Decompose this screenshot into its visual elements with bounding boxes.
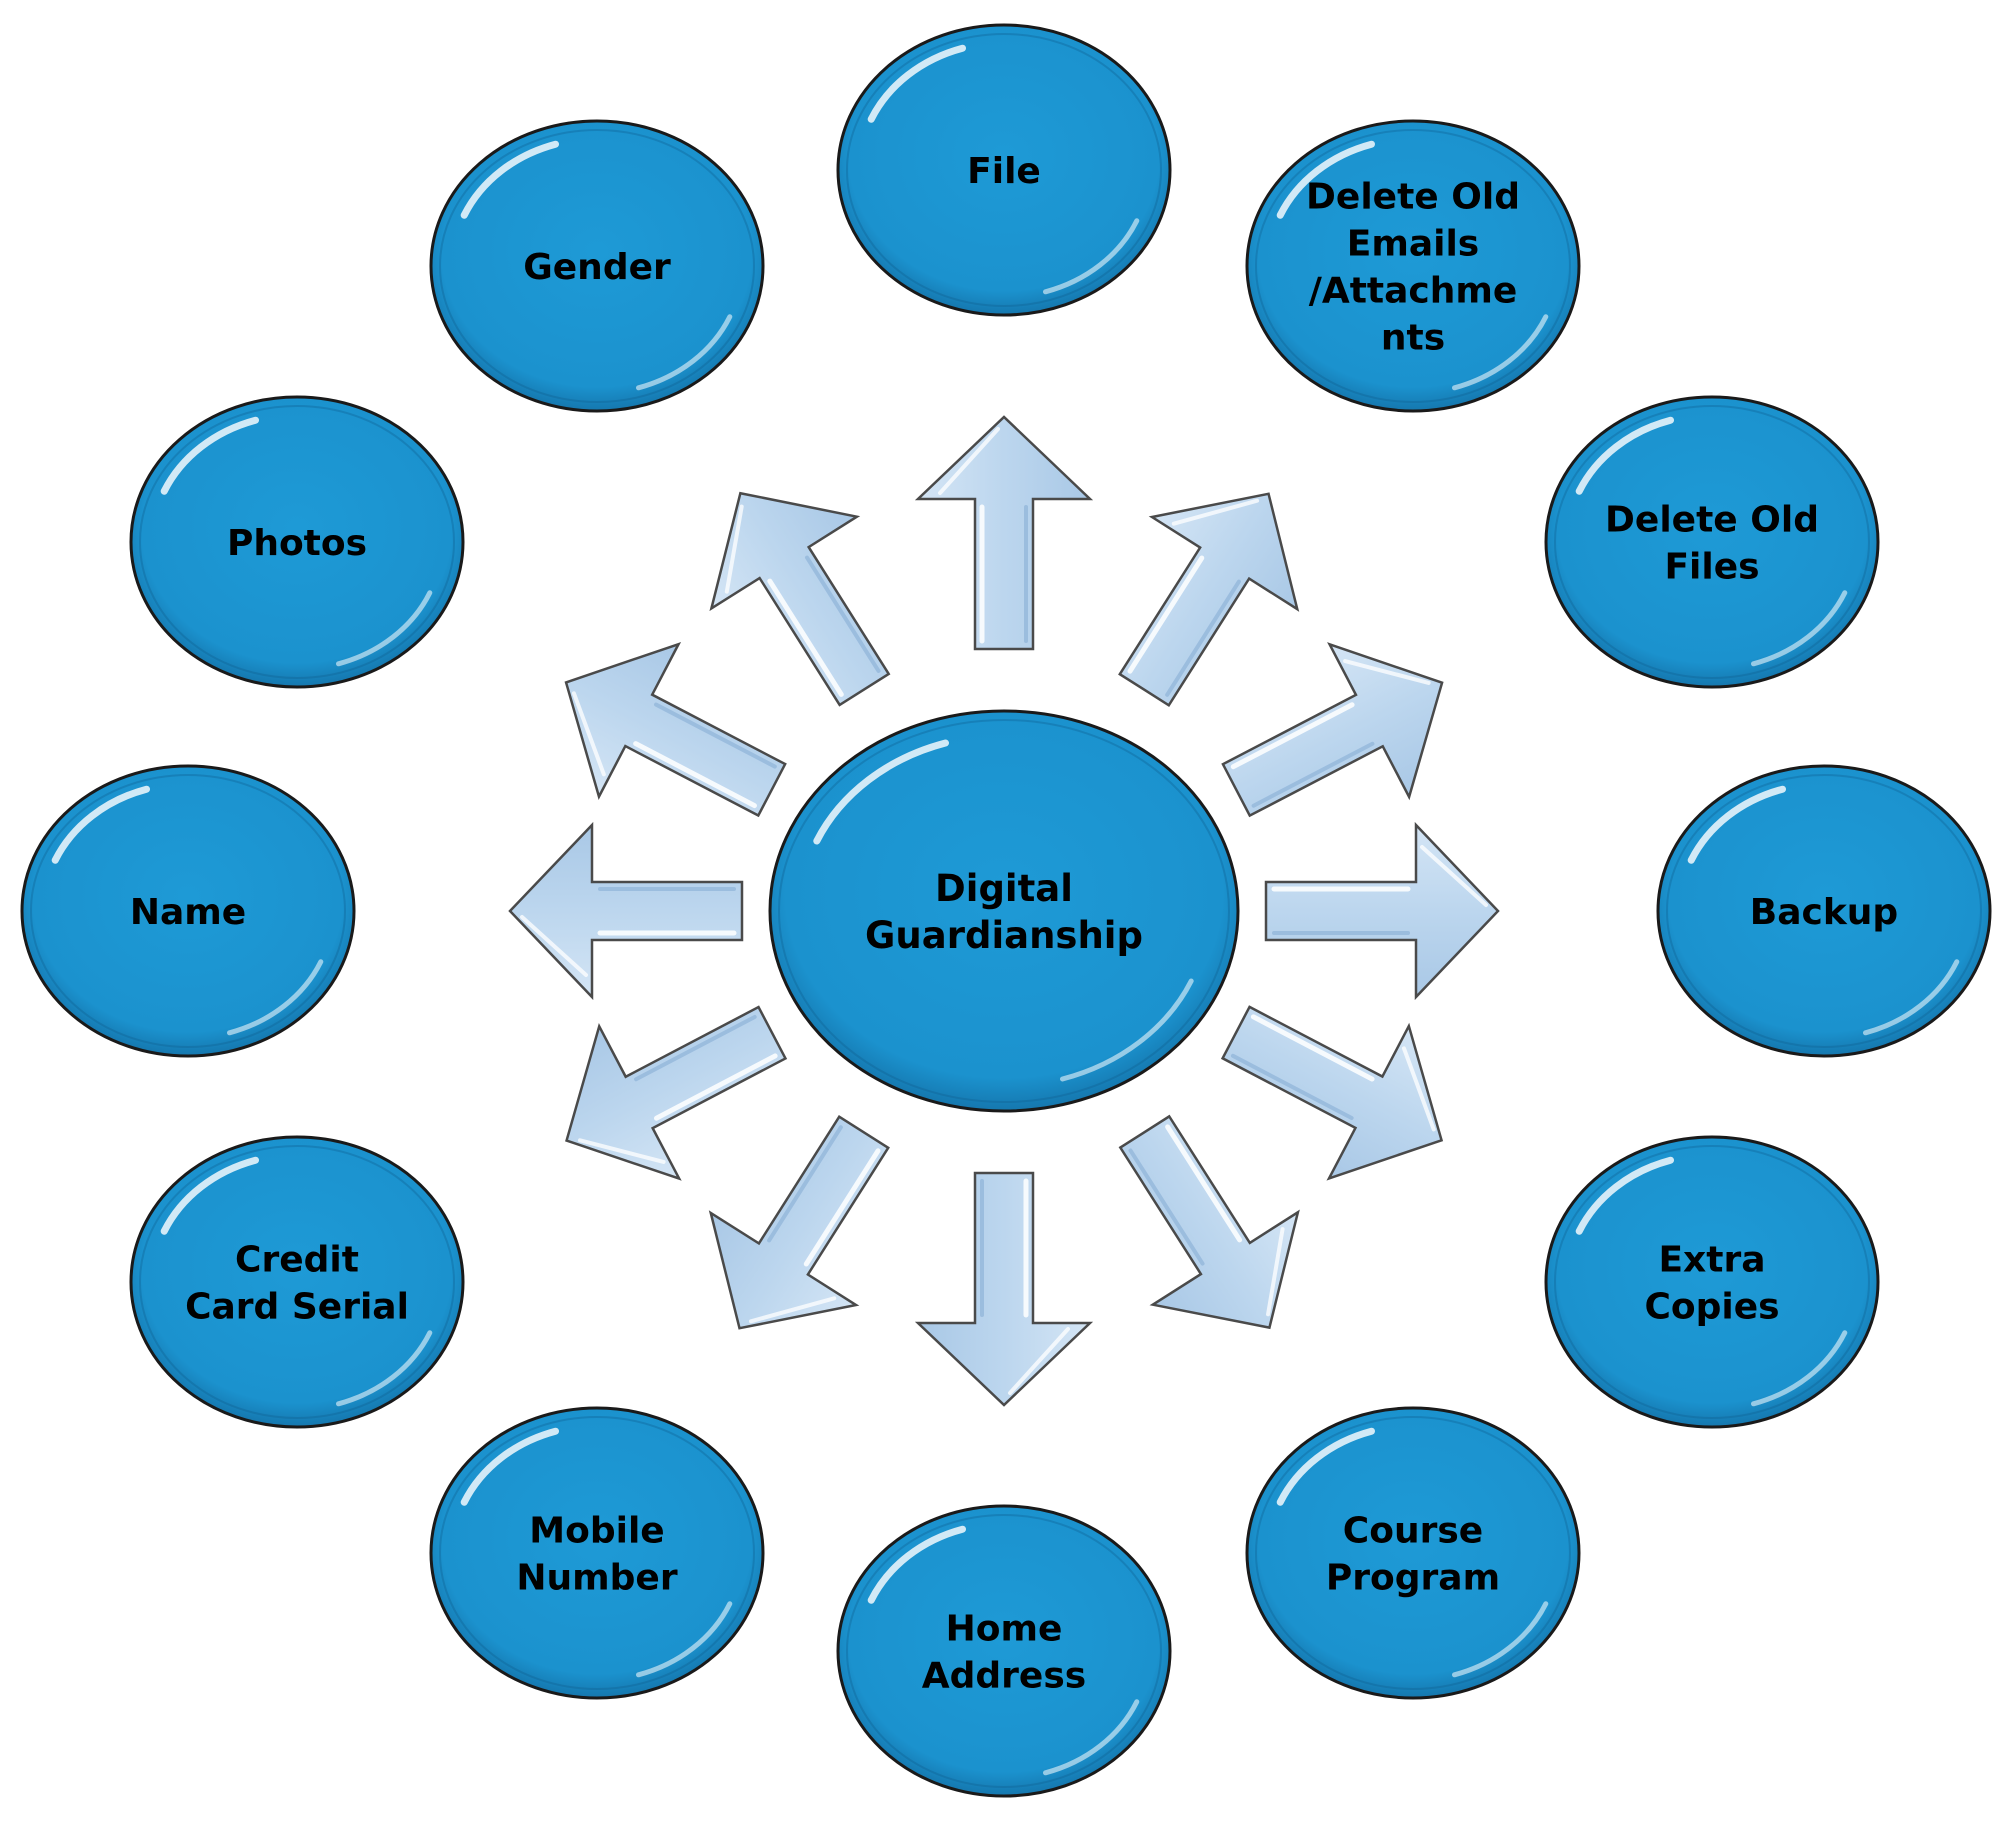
node-credit-card-serial-label-line: Credit (235, 1239, 359, 1280)
node-home-address-circle (836, 1504, 1172, 1798)
node-mobile-number-label-line: Mobile (529, 1510, 664, 1551)
node-delete-old-emails-label-line: nts (1381, 317, 1445, 358)
node-home-address-label-line: Address (922, 1655, 1086, 1696)
arrow-to-mobile-number (708, 1115, 890, 1330)
center-node-label-line: Digital (935, 867, 1073, 910)
node-photos-label-line: Photos (227, 523, 367, 564)
node-delete-old-files-label-line: Files (1664, 546, 1759, 587)
node-extra-copies-circle (1544, 1135, 1880, 1429)
node-photos: Photos (129, 395, 465, 689)
arrow-to-gender (709, 491, 891, 707)
arrow-to-extra-copies (1220, 1005, 1444, 1181)
node-delete-old-files-circle (1544, 395, 1880, 689)
center-node-label-line: Guardianship (865, 914, 1143, 957)
center-node-circle (768, 709, 1240, 1113)
node-delete-old-emails-circle (1245, 119, 1581, 413)
node-credit-card-serial-label-line: Card Serial (185, 1286, 409, 1327)
node-name: Name (20, 764, 356, 1058)
node-delete-old-files-label-line: Delete Old (1605, 499, 1819, 540)
node-delete-old-emails-label-line: Emails (1347, 223, 1480, 264)
arrow-to-file (914, 415, 1094, 651)
node-mobile-number-label-line: Number (516, 1557, 677, 1598)
node-mobile-number-circle (429, 1406, 765, 1700)
arrow-to-backup (1264, 821, 1500, 1001)
arrow-to-name (508, 821, 744, 1001)
node-course-program-label-line: Course (1343, 1510, 1483, 1551)
node-backup-label-line: Backup (1750, 892, 1898, 933)
arrow-to-delete-old-files (1221, 642, 1444, 818)
node-extra-copies-label-line: Copies (1644, 1286, 1779, 1327)
node-course-program-circle (1245, 1406, 1581, 1700)
node-gender-circle (429, 119, 765, 413)
node-delete-old-emails-label-line: /Attachme (1309, 270, 1518, 311)
arrow-to-delete-old-emails (1118, 492, 1300, 707)
arrow-to-home-address (914, 1171, 1094, 1407)
arrow-to-credit-card-serial (565, 1005, 788, 1181)
node-delete-old-emails-label-line: Delete Old (1306, 176, 1520, 217)
node-gender-label-line: Gender (523, 247, 671, 288)
node-name-label-line: Name (130, 892, 246, 933)
arrow-to-photos (564, 641, 787, 818)
node-file-label-line: File (967, 151, 1041, 192)
node-backup-circle (1656, 764, 1992, 1058)
arrow-to-course-program (1118, 1114, 1300, 1330)
node-file-circle (836, 23, 1172, 317)
node-backup: Backup (1656, 764, 1992, 1058)
node-file: File (836, 23, 1172, 317)
node-name-circle (20, 764, 356, 1058)
node-course-program-label-line: Program (1326, 1557, 1500, 1598)
node-extra-copies-label-line: Extra (1658, 1239, 1765, 1280)
node-gender: Gender (429, 119, 765, 413)
node-credit-card-serial-circle (129, 1135, 465, 1429)
node-home-address-label-line: Home (946, 1608, 1063, 1649)
node-photos-circle (129, 395, 465, 689)
